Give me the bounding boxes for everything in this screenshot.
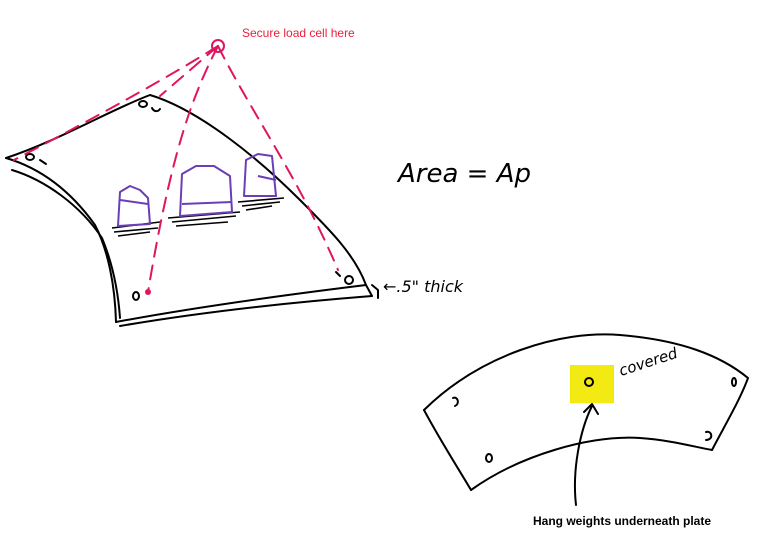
thickness-bracket bbox=[371, 284, 379, 299]
load-cell-point bbox=[211, 39, 225, 53]
plate-right-corner bbox=[365, 284, 373, 297]
hole-right-mark bbox=[335, 271, 341, 277]
dash-line-bottom bbox=[147, 45, 219, 293]
center-hole bbox=[584, 377, 594, 387]
hole-bottom bbox=[132, 291, 140, 301]
dash-line-left bbox=[13, 45, 219, 161]
plate2-left-edge bbox=[423, 409, 472, 491]
weights-on-plate bbox=[111, 153, 285, 237]
plate-bottom-edge bbox=[115, 284, 367, 323]
weight-3-shadow bbox=[237, 197, 285, 211]
dash-line-top bbox=[159, 45, 219, 97]
curved-plate-top-view bbox=[423, 333, 749, 506]
hole-left bbox=[25, 153, 35, 161]
plate-left-edge bbox=[5, 157, 117, 323]
covered-label: covered bbox=[617, 344, 681, 380]
plate2-inner-arc bbox=[470, 436, 713, 491]
dash-line-right bbox=[217, 45, 339, 271]
hole-right bbox=[344, 275, 354, 285]
plate-top-edge bbox=[5, 94, 367, 286]
hole-top bbox=[138, 100, 148, 108]
area-formula: Area = Ap bbox=[396, 159, 531, 189]
plate2-hole-bottom-left bbox=[485, 453, 493, 463]
hang-weights-label: Hang weights underneath plate bbox=[533, 514, 711, 528]
plate2-outer-arc bbox=[423, 333, 749, 451]
plate2-hole-right bbox=[731, 377, 737, 387]
weight-2 bbox=[179, 165, 233, 217]
weight-3 bbox=[243, 153, 277, 197]
load-cell-lines bbox=[13, 39, 339, 295]
pink-anchor-dot bbox=[145, 289, 151, 295]
curved-plate-3d bbox=[5, 39, 379, 327]
thickness-label: ←.5" thick bbox=[383, 277, 464, 296]
plate2-hole-bottom-right bbox=[705, 430, 713, 441]
load-cell-label: Secure load cell here bbox=[242, 26, 355, 40]
hang-arrow-shaft bbox=[573, 405, 593, 506]
weight-1 bbox=[117, 185, 151, 227]
plate-holes bbox=[25, 100, 354, 301]
hang-arrow-head bbox=[583, 403, 599, 415]
plate-left-edge-inner bbox=[11, 169, 121, 319]
hole-left-mark bbox=[39, 159, 47, 165]
plate-bottom-edge-inner bbox=[119, 295, 373, 327]
hole-top-mark bbox=[151, 107, 161, 113]
plate2-hole-left bbox=[452, 396, 459, 407]
